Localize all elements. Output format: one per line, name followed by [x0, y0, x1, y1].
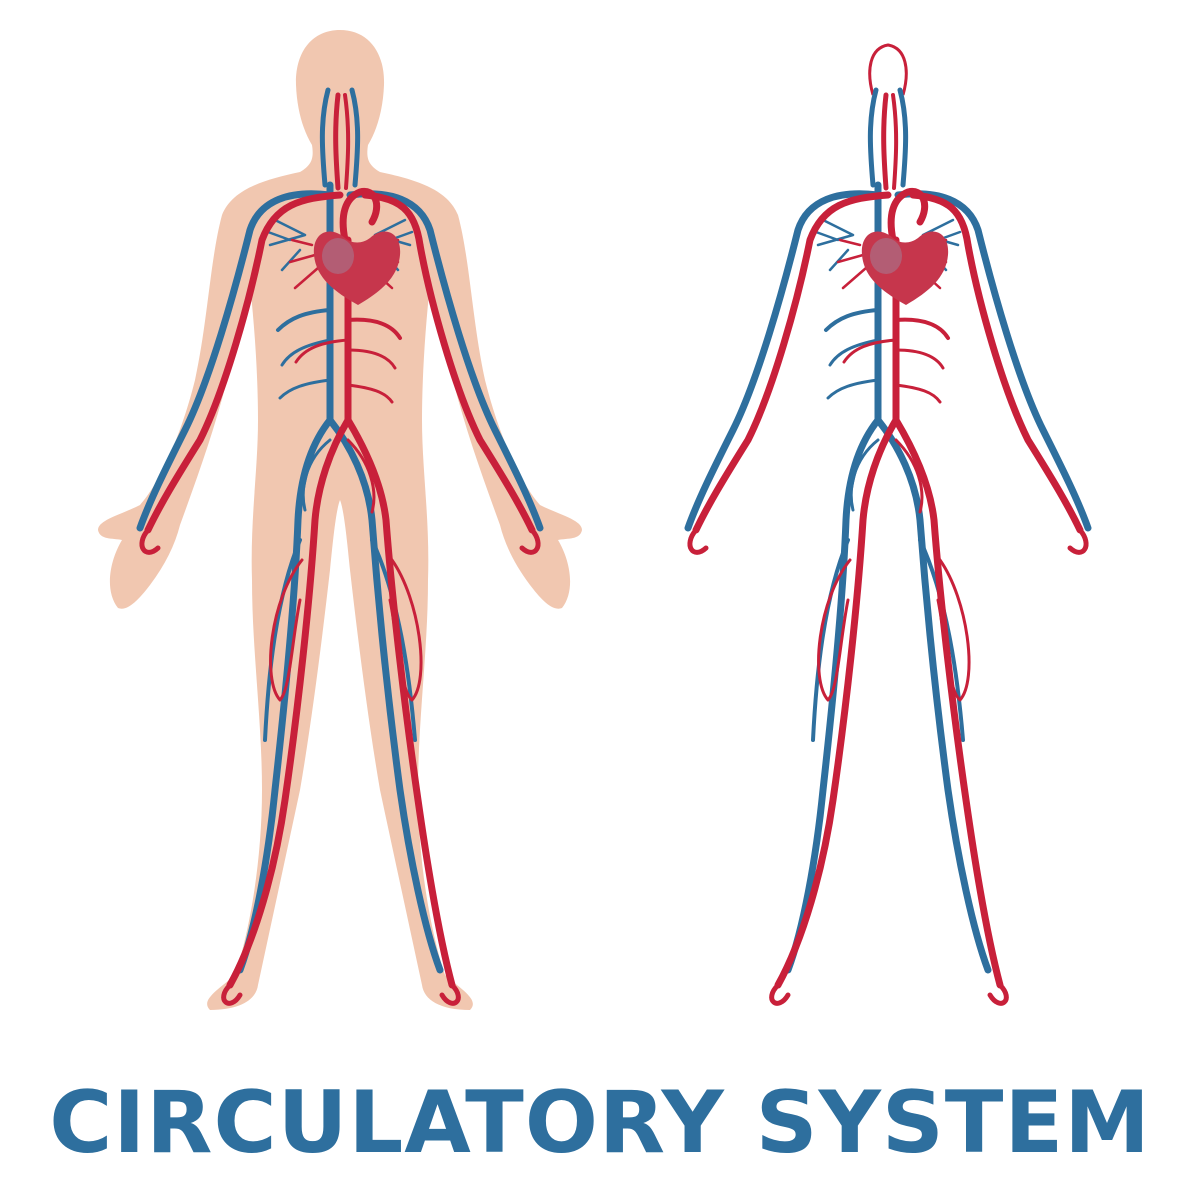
diagram-title: CIRCULATORY SYSTEM: [49, 1073, 1151, 1173]
circulatory-illustration: [98, 30, 1200, 1010]
body-silhouette: [98, 30, 582, 1010]
figure-vessels-only: [688, 43, 1088, 1003]
figure-with-body-outline: [98, 30, 582, 1010]
head-vessel-outline: [868, 43, 908, 96]
